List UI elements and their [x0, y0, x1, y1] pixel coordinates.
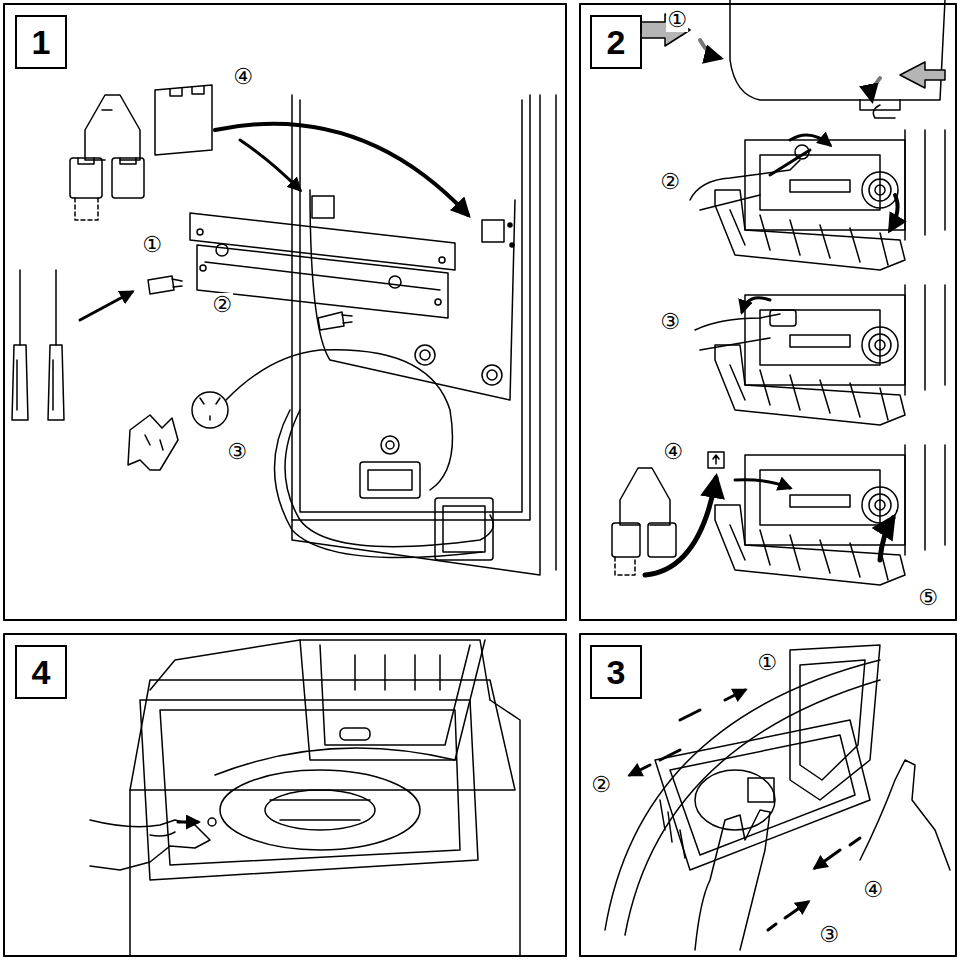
callout-number: ② [590, 773, 612, 797]
step-number-box: 3 [590, 645, 642, 699]
callout-number: ③ [226, 440, 248, 464]
callout-number: ② [211, 293, 233, 317]
callout-number: ⑤ [917, 586, 939, 610]
callout-number: ③ [818, 923, 840, 947]
callout-number: ① [756, 651, 778, 675]
step-number-box: 4 [15, 645, 67, 699]
callout-number: ④ [662, 440, 684, 464]
callout-number: ④ [862, 878, 884, 902]
step-number: 2 [597, 19, 636, 65]
callout-number: ① [141, 233, 163, 257]
callout-number: ④ [232, 65, 254, 89]
step-number: 4 [22, 649, 61, 695]
step-number: 1 [22, 19, 61, 65]
callout-number: ② [659, 170, 681, 194]
callout-number: ③ [659, 310, 681, 334]
step-number-box: 2 [590, 15, 642, 69]
callout-number: ① [666, 8, 688, 32]
step-number-box: 1 [15, 15, 67, 69]
step-number: 3 [597, 649, 636, 695]
